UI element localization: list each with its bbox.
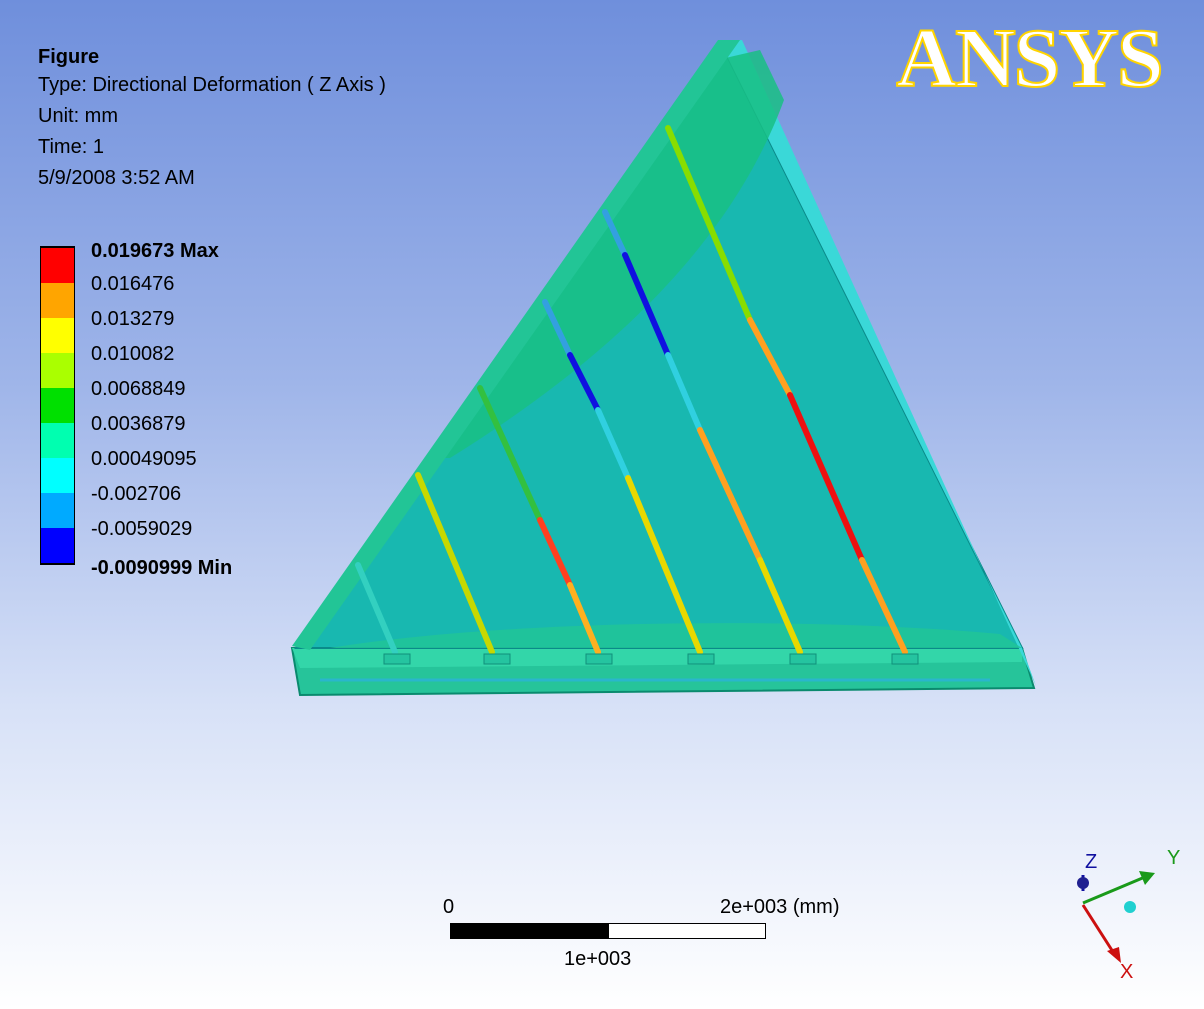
triad-x-label: X: [1120, 961, 1134, 983]
legend-label: 0.0068849: [91, 378, 186, 400]
svg-text:ANSYS: ANSYS: [896, 16, 1161, 96]
legend-label: 0.0036879: [91, 413, 186, 435]
result-info: Figure Type: Directional Deformation ( Z…: [38, 44, 386, 194]
legend-swatch-7: [40, 458, 75, 493]
plate-lower-band: [330, 623, 1022, 648]
legend-swatch-6: [40, 423, 75, 458]
legend-label: 0.00049095: [91, 448, 197, 470]
legend-top-border: [40, 246, 75, 248]
legend-swatch-4: [40, 353, 75, 388]
ansys-logo: ANSYS: [895, 16, 1164, 96]
legend-swatch-9: [40, 528, 75, 563]
result-date: 5/9/2008 3:52 AM: [38, 167, 195, 189]
scale-bar-black-segment: [450, 923, 608, 939]
legend-label: 0.010082: [91, 343, 175, 365]
stiffener-rods: [355, 125, 908, 655]
scale-bar: 0 2e+003 (mm) 1e+003: [440, 893, 840, 988]
scale-bar-white-segment: [608, 923, 766, 939]
legend-label-max: 0.019673 Max: [91, 240, 219, 262]
legend-label: 0.016476: [91, 273, 175, 295]
legend-label-min: -0.0090999 Min: [91, 557, 233, 579]
legend-label: -0.002706: [91, 483, 182, 505]
scale-end-label: 2e+003 (mm): [720, 896, 840, 918]
legend-swatch-8: [40, 493, 75, 528]
result-time: Time: 1: [38, 136, 104, 158]
legend-label: -0.0059029: [91, 518, 193, 540]
plate-left-flange: [292, 40, 740, 650]
scale-mid-label: 1e+003: [564, 948, 632, 970]
triad-y-label: Y: [1167, 847, 1181, 869]
axis-triad[interactable]: Z Y X: [1065, 843, 1195, 983]
triad-z-label: Z: [1085, 851, 1098, 873]
rod-feet: [383, 653, 919, 665]
result-unit: Unit: mm: [38, 105, 118, 127]
plate-green-band: [440, 50, 784, 458]
figure-title: Figure: [38, 46, 100, 68]
scale-start-label: 0: [443, 896, 455, 918]
legend-swatch-5: [40, 388, 75, 423]
legend-swatch-3: [40, 318, 75, 353]
result-type: Type: Directional Deformation ( Z Axis ): [38, 74, 386, 96]
legend-swatch-1: [40, 248, 75, 283]
plate-base-top: [292, 648, 1022, 668]
legend-label: 0.013279: [91, 308, 175, 330]
legend-bottom-border: [40, 563, 75, 565]
legend-swatch-2: [40, 283, 75, 318]
triad-arrows: [1077, 871, 1155, 963]
